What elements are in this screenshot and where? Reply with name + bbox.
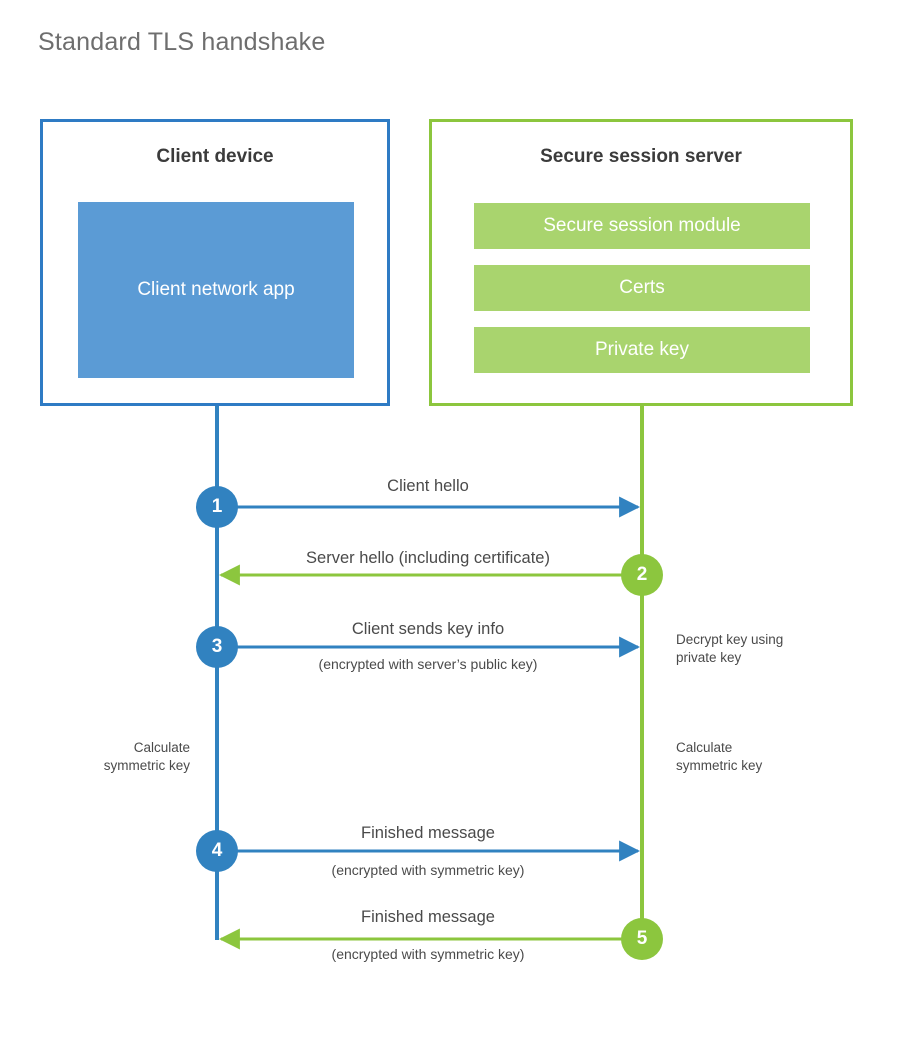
step-3-message-sublabel: (encrypted with server’s public key) — [318, 656, 538, 672]
note-calculate-symmetric-key-client: Calculate symmetric key — [103, 740, 190, 773]
client-device-title: Client device — [156, 146, 274, 167]
step-5-message-sublabel: (encrypted with symmetric key) — [331, 946, 525, 962]
page-title: Standard TLS handshake — [38, 28, 326, 56]
step-3-message-label: Client sends key info — [351, 620, 505, 638]
secure-session-server-title: Secure session server — [540, 146, 742, 167]
step-4-message-sublabel: (encrypted with symmetric key) — [331, 862, 525, 878]
server-component-secure-session-module: Secure session module — [474, 203, 810, 249]
server-component-certs: Certs — [474, 265, 810, 311]
server-component-private-key: Private key — [474, 327, 810, 373]
step-1-message-label: Client hello — [387, 477, 469, 495]
secure-session-server-panel: Secure session server Secure session mod… — [429, 119, 853, 406]
step-badge-4: 4 — [196, 830, 238, 872]
step-badge-2: 2 — [621, 554, 663, 596]
step-4-message-label: Finished message — [361, 824, 495, 842]
step-badge-3: 3 — [196, 626, 238, 668]
client-device-panel: Client device Client network app — [40, 119, 390, 406]
step-5-message-label: Finished message — [361, 908, 495, 926]
step-2-message-label: Server hello (including certificate) — [306, 549, 550, 567]
step-badge-5: 5 — [621, 918, 663, 960]
step-badge-1: 1 — [196, 486, 238, 528]
note-decrypt-key: Decrypt key using private key — [676, 632, 784, 665]
client-network-app-box: Client network app — [78, 202, 354, 378]
note-calculate-symmetric-key-server: Calculate symmetric key — [676, 740, 763, 773]
